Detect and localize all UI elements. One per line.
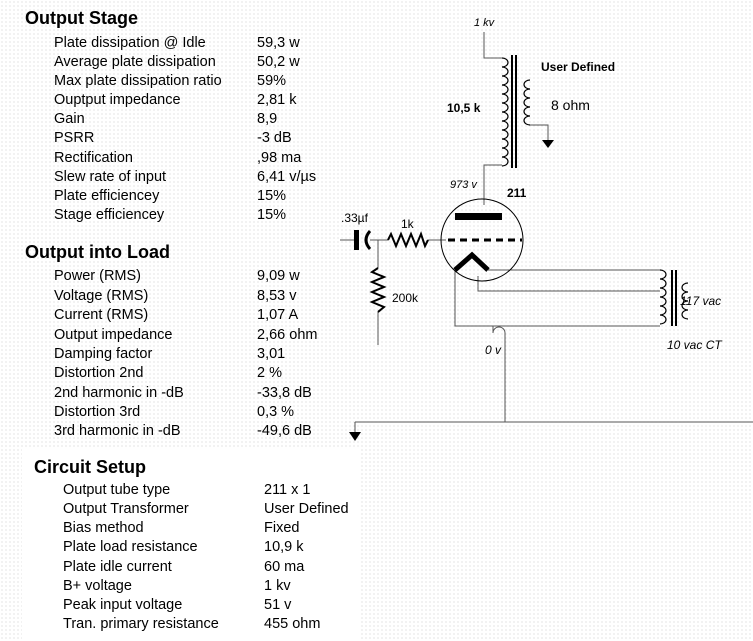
heater-primary-label: 117 vac	[680, 294, 721, 308]
ground-arrow-icon	[349, 432, 361, 441]
circuit-setup-panel	[22, 447, 360, 641]
row-label: Stage efficiencey	[54, 207, 165, 223]
row-value: Fixed	[264, 520, 300, 536]
grid-stopper-label: 1k	[401, 217, 415, 231]
row-label: Average plate dissipation	[54, 54, 216, 70]
filament-transformer-icon	[659, 269, 689, 326]
row-label: Output Transformer	[63, 501, 189, 517]
row-value: ,98 ma	[257, 150, 302, 166]
wires	[340, 32, 753, 432]
supply-voltage-label: 1 kv	[474, 17, 496, 29]
row-label: Rectification	[54, 150, 133, 166]
row-value: 3,01	[257, 346, 286, 362]
row-label: Distortion 2nd	[54, 365, 144, 381]
row-label: Slew rate of input	[54, 169, 167, 185]
wire-crossover	[492, 326, 506, 346]
heater-secondary-label: 10 vac CT	[667, 338, 723, 352]
row-value: 455 ohm	[264, 616, 321, 632]
row-label: PSRR	[54, 130, 95, 146]
row-label: B+ voltage	[63, 578, 132, 594]
output-stage-title: Output Stage	[25, 8, 138, 28]
row-value: 59,3 w	[257, 35, 300, 51]
row-label: Tran. primary resistance	[63, 616, 219, 632]
row-label: Plate efficiencey	[54, 188, 160, 204]
row-value: 6,41 v/µs	[257, 169, 317, 185]
output-transformer-icon	[501, 55, 531, 168]
row-value: 0,3 %	[257, 404, 295, 420]
row-label: Peak input voltage	[63, 597, 183, 613]
row-value: 60 ma	[264, 559, 305, 575]
row-value: -49,6 dB	[257, 423, 312, 439]
row-value: 2,81 k	[257, 92, 297, 108]
output-into-load-title: Output into Load	[25, 242, 170, 262]
row-value: -33,8 dB	[257, 385, 312, 401]
row-label: Bias method	[63, 520, 144, 536]
row-value: -3 dB	[257, 130, 292, 146]
row-value: 211 x 1	[264, 482, 311, 498]
output-transformer-label: User Defined	[541, 60, 615, 74]
row-label: 2nd harmonic in -dB	[54, 385, 184, 401]
capacitor-icon	[354, 230, 372, 250]
resistor-icon	[369, 267, 387, 313]
row-value: 51 v	[264, 597, 292, 613]
row-label: Output impedance	[54, 327, 173, 343]
row-value: 10,9 k	[264, 539, 304, 555]
row-value: 59%	[257, 73, 287, 89]
row-value: 1,07 A	[257, 307, 299, 323]
coupling-cap-label: .33µf	[341, 211, 369, 225]
tube-label: 211	[507, 186, 527, 200]
row-label: Plate dissipation @ Idle	[54, 35, 206, 51]
row-value: 1 kv	[264, 578, 291, 594]
row-label: Output tube type	[63, 482, 171, 498]
row-value: 2,66 ohm	[257, 327, 318, 343]
row-label: Power (RMS)	[54, 268, 142, 284]
ground-arrow-icon	[542, 140, 554, 148]
row-value: 50,2 w	[257, 54, 300, 70]
row-label: Current (RMS)	[54, 307, 149, 323]
row-label: 3rd harmonic in -dB	[54, 423, 181, 439]
row-label: Damping factor	[54, 346, 153, 362]
row-label: Plate idle current	[63, 559, 172, 575]
resistor-icon	[387, 231, 429, 249]
row-value: 2 %	[257, 365, 282, 381]
triode-tube-icon	[440, 198, 524, 282]
row-value: 15%	[257, 207, 287, 223]
plate-voltage-label: 973 v	[450, 179, 478, 191]
circuit-setup-title: Circuit Setup	[34, 457, 147, 477]
row-value: User Defined	[264, 501, 349, 517]
row-value: 15%	[257, 188, 287, 204]
row-label: Gain	[54, 111, 85, 127]
row-label: Voltage (RMS)	[54, 288, 149, 304]
grid-resistor-label: 200k	[392, 291, 419, 305]
row-label: Plate load resistance	[63, 539, 198, 555]
row-label: Distortion 3rd	[54, 404, 141, 420]
primary-impedance-label: 10,5 k	[447, 101, 481, 115]
row-value: 9,09 w	[257, 268, 300, 284]
row-value: 8,9	[257, 111, 278, 127]
row-value: 8,53 v	[257, 288, 297, 304]
row-label: Max plate dissipation ratio	[54, 73, 222, 89]
load-label: 8 ohm	[551, 97, 590, 113]
row-label: Ouptput impedance	[54, 92, 181, 108]
cathode-voltage-label: 0 v	[485, 343, 502, 357]
